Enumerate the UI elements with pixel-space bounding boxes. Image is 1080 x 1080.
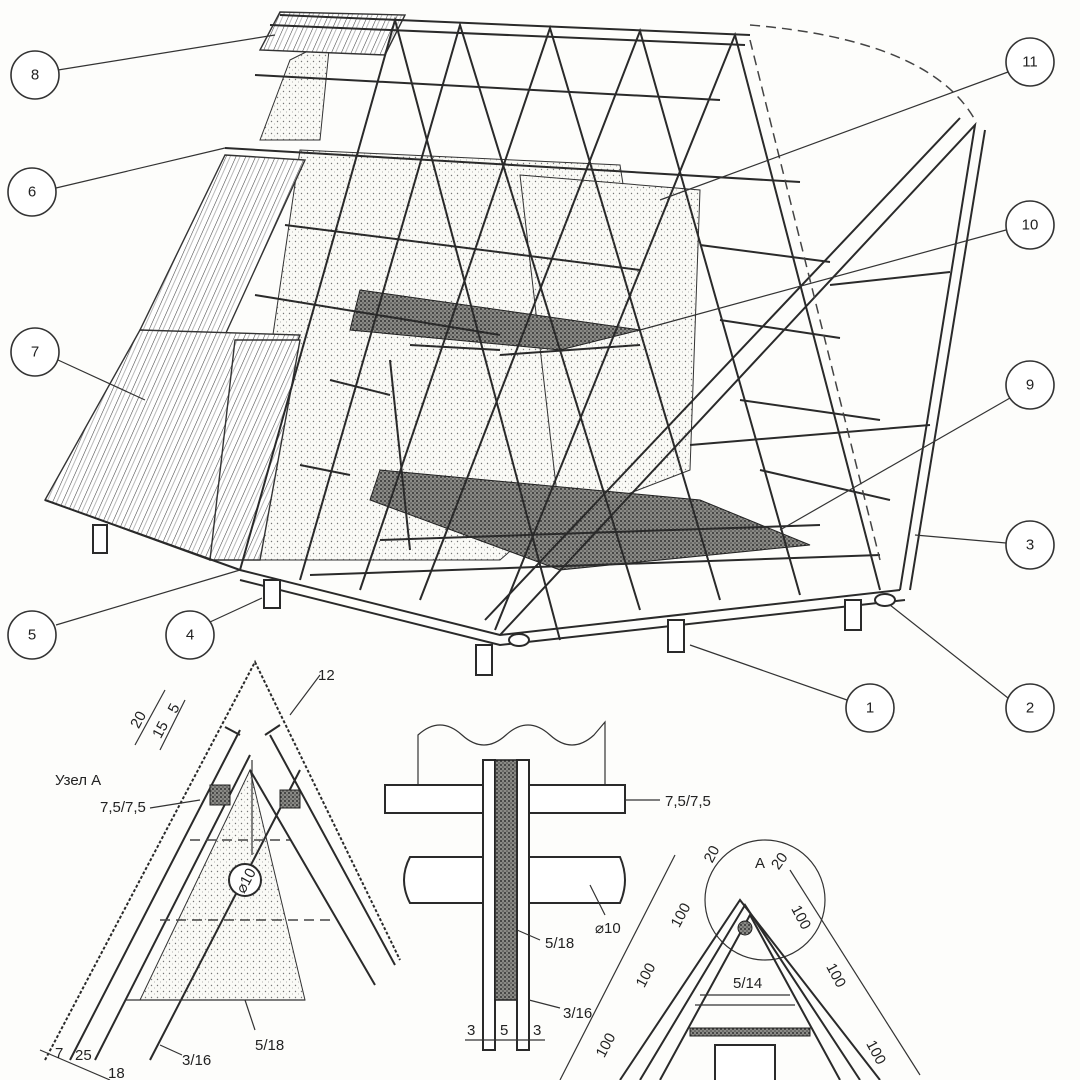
svg-text:1: 1	[866, 700, 874, 717]
floor-insulation	[369, 469, 811, 571]
callout-1: 1	[689, 644, 895, 733]
svg-text:7: 7	[55, 1045, 63, 1062]
callout-3: 3	[914, 520, 1055, 570]
svg-text:5: 5	[165, 701, 184, 716]
svg-text:7,5/7,5: 7,5/7,5	[100, 799, 146, 816]
svg-text:100: 100	[822, 960, 849, 990]
base-frame	[44, 499, 906, 647]
svg-text:10: 10	[1022, 217, 1039, 234]
svg-text:100: 100	[668, 900, 695, 930]
svg-text:18: 18	[108, 1065, 125, 1080]
rafter-frames	[239, 16, 986, 641]
svg-text:5/18: 5/18	[545, 935, 574, 952]
callouts: 8 6 7 5 4 11 10 9 3 1 2	[7, 34, 1055, 733]
svg-text:5/18: 5/18	[255, 1037, 284, 1054]
callout-4: 4	[165, 597, 263, 660]
svg-text:3/16: 3/16	[182, 1052, 211, 1069]
callout-7: 7	[10, 327, 146, 401]
svg-text:3/16: 3/16	[563, 1005, 592, 1022]
svg-text:5: 5	[500, 1022, 508, 1039]
purlins	[224, 74, 951, 551]
detail-node-a: 12 Узел А 7,5/7,5 20 15 5 ⌀10 5/18 3/16 …	[39, 659, 401, 1080]
detail-title: Узел А	[55, 772, 101, 789]
callout-5: 5	[7, 569, 241, 660]
svg-text:100: 100	[787, 902, 814, 932]
svg-text:5: 5	[28, 627, 36, 644]
svg-text:20: 20	[768, 850, 791, 873]
svg-text:11: 11	[1022, 54, 1038, 71]
callout-10: 10	[639, 200, 1055, 331]
svg-text:20: 20	[127, 709, 150, 732]
roof-sheet-edge	[209, 339, 301, 561]
svg-text:4: 4	[186, 627, 194, 644]
section-detail: 7,5/7,5 ⌀10 5/18 3/16 3 5 3	[384, 720, 711, 1051]
svg-text:A: A	[755, 855, 765, 872]
svg-text:6: 6	[28, 184, 36, 201]
svg-text:9: 9	[1026, 377, 1034, 394]
svg-text:⌀10: ⌀10	[595, 920, 621, 937]
insulation-top	[259, 39, 331, 141]
callout-6: 6	[7, 147, 226, 217]
callout-8: 8	[10, 34, 276, 100]
svg-text:2: 2	[1026, 700, 1034, 717]
svg-text:3: 3	[1026, 537, 1034, 554]
svg-text:100: 100	[633, 960, 660, 990]
callout-12: 12	[318, 667, 335, 684]
svg-text:100: 100	[593, 1030, 620, 1060]
svg-text:3: 3	[467, 1022, 475, 1039]
svg-text:7,5/7,5: 7,5/7,5	[665, 793, 711, 810]
svg-text:7: 7	[31, 344, 39, 361]
svg-text:8: 8	[31, 67, 39, 84]
callout-11: 11	[659, 37, 1055, 201]
callout-2: 2	[889, 604, 1055, 733]
foundation-posts	[92, 524, 896, 676]
svg-text:5/14: 5/14	[733, 975, 762, 992]
svg-text:20: 20	[701, 843, 724, 866]
perspective-view	[43, 11, 986, 676]
svg-text:3: 3	[533, 1022, 541, 1039]
callout-9: 9	[779, 360, 1055, 531]
svg-text:25: 25	[75, 1047, 92, 1064]
svg-text:15: 15	[149, 719, 172, 742]
